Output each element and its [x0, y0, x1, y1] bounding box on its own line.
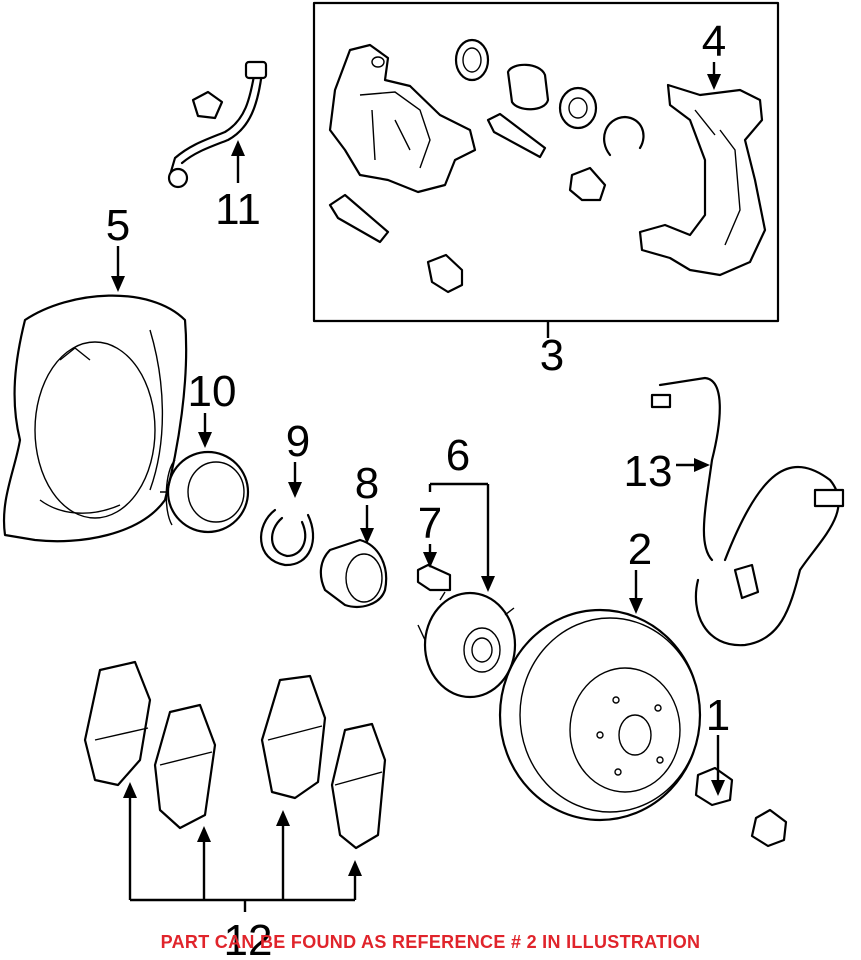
callout-11: 11: [215, 185, 261, 234]
callout-9: 9: [286, 417, 310, 466]
callout-labels: 1 2 3 4 5 6 7 8 9 10 11 12 13: [106, 17, 730, 960]
wheel-hub: [417, 591, 517, 699]
abs-sensor: [650, 376, 845, 647]
reference-note: PART CAN BE FOUND AS REFERENCE # 2 IN IL…: [160, 932, 701, 952]
caliper-bracket: [638, 83, 767, 277]
callout-7: 7: [418, 499, 442, 548]
bleeder-valve-upper: [568, 166, 607, 202]
callout-13: 13: [624, 447, 673, 496]
piston-boot: [506, 63, 550, 111]
dust-shield: [2, 294, 188, 543]
bleeder-valve-lower: [426, 253, 464, 294]
callout-6: 6: [446, 431, 470, 480]
brake-rotor: [498, 608, 702, 822]
lug-nut: [694, 766, 734, 807]
retaining-ring: [603, 115, 645, 157]
brake-pads: [83, 660, 387, 850]
guide-pin-lower: [328, 193, 390, 244]
brake-pad-4: [330, 722, 387, 850]
callout-4: 4: [702, 17, 726, 66]
brake-hose: [167, 60, 268, 189]
caliper-kit-box: [312, 1, 780, 323]
brake-pad-3: [260, 674, 327, 800]
caliper-housing: [328, 43, 477, 194]
brake-pad-2: [153, 703, 217, 830]
piston: [558, 86, 598, 130]
brake-pad-1: [83, 660, 152, 787]
callout-12: 12: [224, 916, 273, 960]
callout-8: 8: [355, 459, 379, 508]
guide-pin-upper: [486, 112, 547, 159]
callout-3: 3: [540, 331, 564, 380]
wheel-bearing: [319, 538, 388, 608]
caliper-kit-group: [312, 1, 780, 323]
lug-nut-washer: [750, 808, 788, 848]
callout-1: 1: [706, 691, 730, 740]
bearing-seal: [160, 450, 250, 534]
hub-bolt: [416, 563, 452, 592]
callout-2: 2: [628, 525, 652, 574]
callout-5: 5: [106, 201, 130, 250]
callout-10: 10: [188, 367, 237, 416]
seal-ring: [454, 38, 490, 82]
leader-lines: [111, 62, 725, 912]
snap-ring: [260, 508, 315, 567]
